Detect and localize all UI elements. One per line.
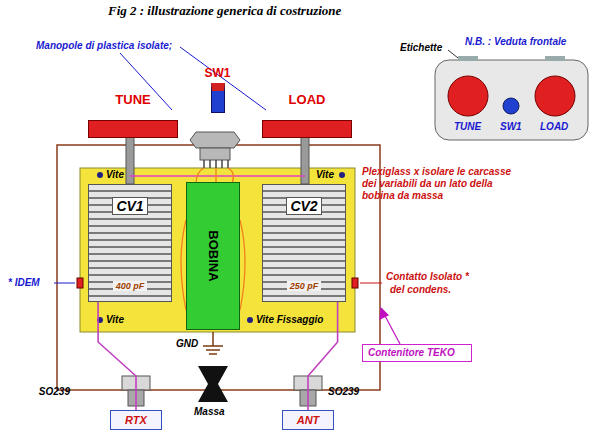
switch-pin <box>227 160 229 168</box>
part-name: SO239 <box>328 386 359 398</box>
front-view-panel <box>535 76 575 116</box>
node-text: BOBINA <box>206 230 221 281</box>
node-text: RTX <box>125 414 147 426</box>
front-view-panel <box>458 56 478 61</box>
ground-symbol <box>206 349 220 351</box>
note: * IDEM <box>8 277 40 289</box>
part-name: Vite <box>106 314 124 326</box>
node-text: LOAD <box>289 92 326 107</box>
callout-arrow <box>380 308 400 344</box>
node-text: 400 pF <box>113 281 148 291</box>
load-knob: LOAD <box>262 92 352 138</box>
callout-arrow <box>384 314 400 344</box>
ground-post <box>198 366 228 402</box>
wire-connector <box>98 302 136 410</box>
leader-line <box>54 283 75 284</box>
part-name: Massa <box>194 406 225 418</box>
knob-bar <box>262 120 352 138</box>
note: Contatto Isolato * <box>386 271 469 283</box>
ground-symbol <box>212 332 214 346</box>
node-text: Contenitore TEKO <box>368 347 466 358</box>
part-name: Etichette <box>400 42 442 54</box>
note: del condens. <box>390 284 451 296</box>
switch-pin <box>221 160 223 168</box>
switch: SW1 <box>200 66 235 130</box>
panel-label: SW1 <box>500 121 522 133</box>
coil: BOBINA <box>186 182 240 330</box>
node-text: TUNE <box>115 92 150 107</box>
note: Plexiglass x isolare le carcasse dei var… <box>362 166 512 202</box>
front-view-panel <box>435 60 588 140</box>
ground-symbol <box>203 345 223 347</box>
port-box: RTX <box>110 410 162 430</box>
note: Manopole di plastica isolate; <box>36 40 172 52</box>
shaft <box>126 136 134 184</box>
wire <box>130 175 305 176</box>
leader-line <box>448 50 458 58</box>
panel-label: TUNE <box>454 121 481 133</box>
switch-nut <box>200 148 230 160</box>
node-text: 250 pF <box>287 281 322 291</box>
ground-post <box>198 366 228 402</box>
callout-box: Contenitore TEKO <box>362 344 472 362</box>
ground-symbol <box>209 353 217 355</box>
part-name: Vite <box>106 169 124 181</box>
plexiglass-plate <box>80 168 355 332</box>
shaft <box>301 136 309 184</box>
node-text: CV2 <box>286 197 321 215</box>
part-name: Vite <box>316 169 334 181</box>
switch-pin <box>204 160 228 168</box>
teko-container <box>57 145 380 390</box>
switch-pin <box>209 160 211 168</box>
port-box: ANT <box>282 410 334 430</box>
switch-pin <box>215 160 217 168</box>
switch-pin <box>203 160 205 168</box>
tune-knob: TUNE <box>88 92 178 138</box>
note: N.B. : Veduta frontale <box>465 36 566 48</box>
teko-container <box>57 145 380 390</box>
leader-line <box>360 283 382 284</box>
node-text: SW1 <box>204 66 230 80</box>
plexiglass-plate <box>80 168 355 332</box>
front-view-panel <box>448 76 488 116</box>
insulated-contact <box>77 278 83 288</box>
front-view-panel <box>503 98 519 114</box>
ground-symbol <box>203 332 223 354</box>
screw <box>247 317 253 323</box>
wire <box>240 220 245 310</box>
variable-capacitor: CV1 400 pF <box>88 184 172 302</box>
switch-body <box>211 83 225 113</box>
figure-title: Fig 2 : illustrazione generica di costru… <box>108 3 341 19</box>
callout-arrow <box>380 308 388 319</box>
knob-bar <box>88 120 178 138</box>
insulated-contact <box>352 278 358 288</box>
node-text: CV1 <box>112 197 147 215</box>
front-view-panel <box>435 56 588 140</box>
switch-nut <box>190 132 240 160</box>
panel-label: LOAD <box>540 121 568 133</box>
part-name: SO239 <box>39 386 70 398</box>
so239-connector <box>122 376 322 406</box>
switch-nut <box>190 132 240 148</box>
screw <box>339 172 345 178</box>
screw <box>97 172 103 178</box>
part-name: Vite Fissaggio <box>256 314 323 326</box>
node-text: ANT <box>297 414 320 426</box>
signal-name: GND <box>176 338 198 350</box>
variable-capacitor: CV2 250 pF <box>262 184 346 302</box>
front-view-panel <box>545 56 565 61</box>
